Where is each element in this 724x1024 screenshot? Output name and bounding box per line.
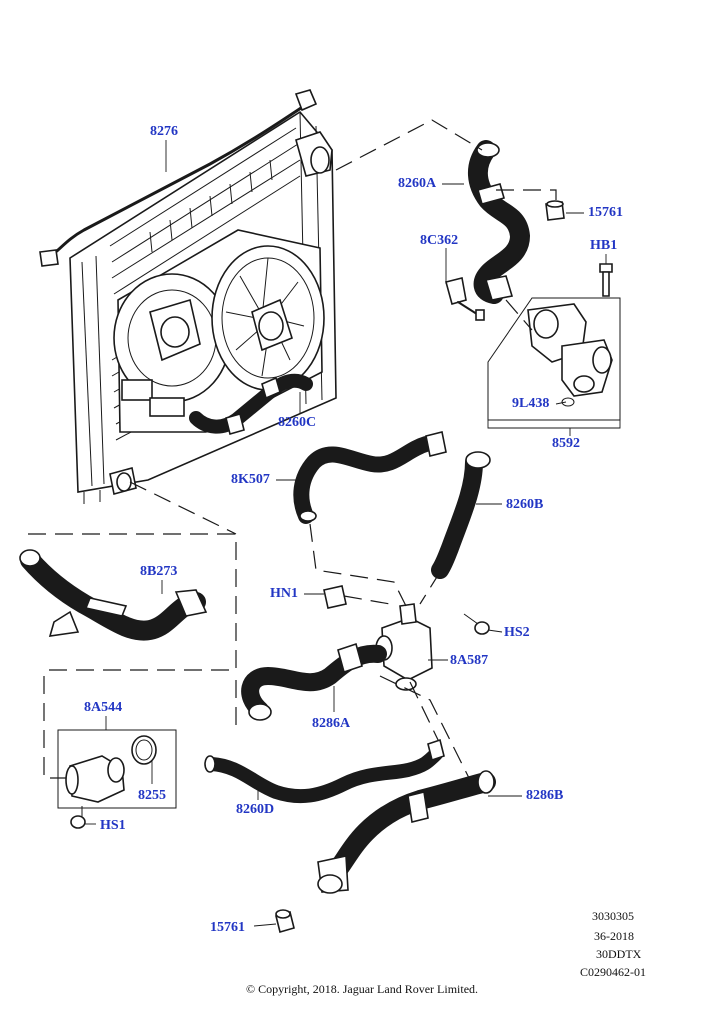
callout-8B273: 8B273: [140, 564, 178, 579]
cap-15761-top: [545, 200, 565, 221]
hose-8286A: [241, 642, 387, 721]
reference-code-2: 36-2018: [594, 929, 634, 943]
hose-8260D: [204, 738, 445, 804]
kit-box-8A544: [57, 729, 177, 809]
callout-8260A: 8260A: [398, 176, 437, 191]
reference-code-1: 3030305: [592, 909, 634, 923]
bolt-HB1: [599, 263, 613, 297]
callout-8260C: 8260C: [278, 415, 317, 430]
bolt-HS2: [463, 613, 490, 635]
hose-8260C: [189, 373, 313, 435]
routing-line-thermostat: [505, 299, 533, 331]
breather-connector-bottom: [39, 249, 59, 267]
breather-connector-top: [294, 89, 318, 112]
clip-HN1: [323, 585, 347, 609]
callout-8592: 8592: [552, 436, 580, 451]
kit-box-8B273: [28, 533, 237, 671]
routing-line-radiator: [335, 119, 483, 171]
callout-8C362: 8C362: [420, 233, 459, 248]
callout-9L438: 9L438: [512, 396, 550, 411]
callout-8255: 8255: [138, 788, 166, 803]
hose-8K507: [293, 431, 447, 524]
bolt-HS1: [70, 806, 86, 829]
cap-15761-bottom: [275, 909, 295, 933]
hose-8260B: [431, 451, 491, 579]
callout-HS1: HS1: [100, 818, 126, 833]
routing-line-8286B: [379, 675, 471, 781]
thermostat-housing-8592: [527, 303, 613, 407]
copyright-notice: © Copyright, 2018. Jaguar Land Rover Lim…: [245, 982, 479, 996]
reference-code-4: C0290462-01: [580, 965, 646, 979]
callout-8286B: 8286B: [526, 788, 564, 803]
callout-15761-top: 15761: [588, 205, 623, 220]
callout-8260B: 8260B: [506, 497, 544, 512]
routing-line-8260A: [496, 189, 557, 200]
callout-8A587: 8A587: [450, 653, 489, 668]
routing-line-8K507: [309, 523, 407, 607]
temperature-sensor-8C362: [445, 277, 485, 321]
hose-8286B: [317, 770, 496, 894]
routing-line-8A544: [43, 676, 66, 779]
callout-HS2: HS2: [504, 625, 530, 640]
radiator-fan-assembly: [69, 110, 337, 504]
callout-8286A: 8286A: [312, 716, 351, 731]
routing-line-8260B: [419, 571, 441, 605]
callout-HB1: HB1: [590, 238, 618, 253]
pump-connector-8A544: [65, 755, 125, 803]
water-outlet-8A587: [375, 603, 433, 691]
callout-8A544: 8A544: [84, 700, 123, 715]
callout-HN1: HN1: [270, 586, 298, 601]
pipe-8B273: [19, 549, 208, 641]
routing-line-8260D: [409, 681, 441, 745]
callout-8K507: 8K507: [231, 472, 270, 487]
routing-line-lower: [129, 481, 237, 535]
hose-8260A: [468, 140, 530, 304]
callout-15761-bottom: 15761: [210, 920, 245, 935]
o-ring-8255: [131, 735, 157, 765]
kit-box-8592: [487, 297, 621, 421]
breather-pipe-8276: [46, 104, 306, 260]
callout-8260D: 8260D: [236, 802, 275, 817]
routing-line-HN1: [343, 595, 391, 605]
leader-lines: [84, 140, 621, 927]
reference-code-3: 30DDTX: [596, 947, 642, 961]
callout-8276: 8276: [150, 124, 178, 139]
